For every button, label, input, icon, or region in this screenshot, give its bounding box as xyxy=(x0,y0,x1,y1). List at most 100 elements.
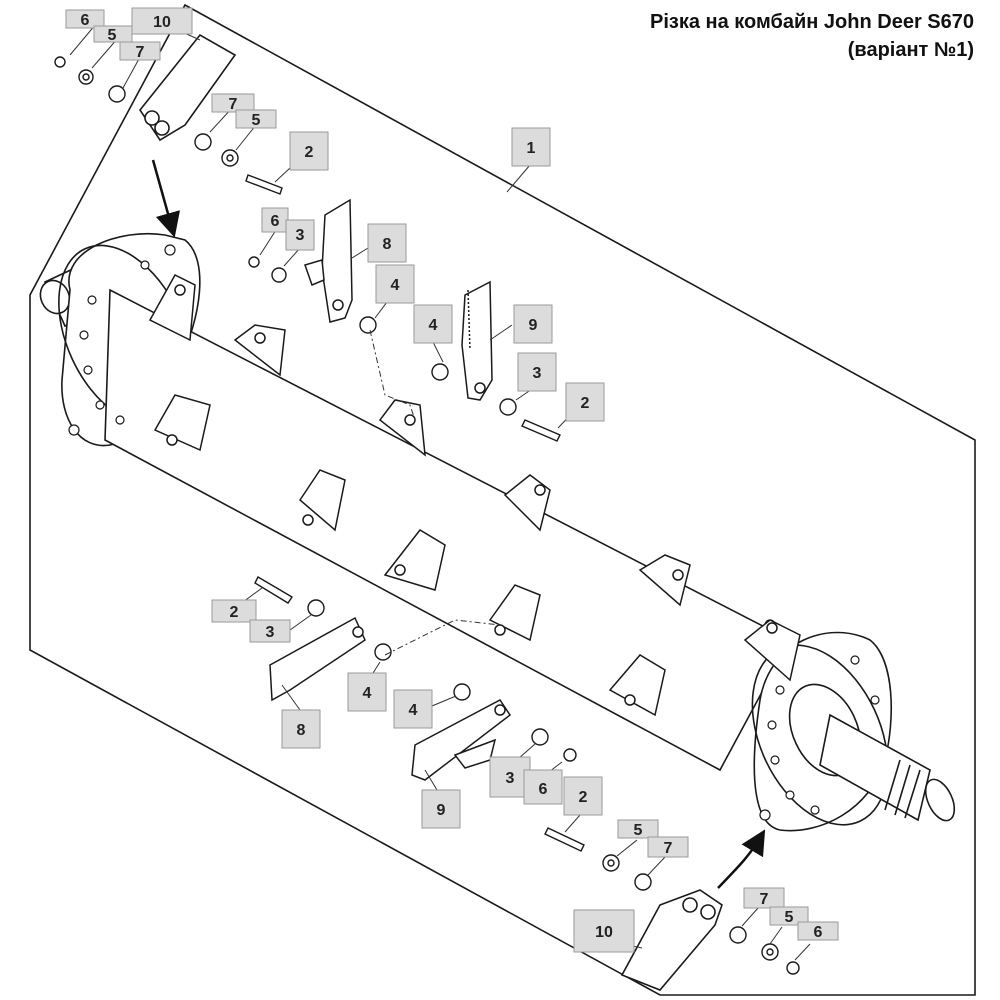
svg-text:9: 9 xyxy=(529,317,538,334)
washer-3-upper-b xyxy=(499,398,517,416)
svg-text:9: 9 xyxy=(437,802,446,819)
callout-9-lower: 9 xyxy=(421,789,461,829)
washer-3-upper xyxy=(271,267,287,283)
bolt-2-lower-a xyxy=(254,576,293,604)
washer-3-lower-b xyxy=(531,728,549,746)
callout-9-upper: 9 xyxy=(513,304,553,344)
nut-6-lower xyxy=(563,748,577,762)
callout-7-bottom: 7 xyxy=(647,836,689,858)
svg-text:6: 6 xyxy=(81,12,90,29)
svg-text:6: 6 xyxy=(539,781,548,798)
svg-text:7: 7 xyxy=(229,96,238,113)
callout-6-top: 6 xyxy=(65,9,105,29)
nut-6-bottom xyxy=(786,961,800,975)
nut-6-upper xyxy=(248,256,260,268)
svg-text:6: 6 xyxy=(271,213,280,230)
svg-text:4: 4 xyxy=(363,685,372,702)
svg-text:4: 4 xyxy=(409,702,418,719)
callout-2-top: 2 xyxy=(289,131,329,171)
bushing-7-bottom xyxy=(634,873,652,891)
knife-8-lower xyxy=(269,616,366,702)
knife-8-upper xyxy=(304,198,353,323)
callout-3-upper: 3 xyxy=(285,219,315,251)
svg-text:10: 10 xyxy=(595,924,613,941)
svg-text:7: 7 xyxy=(664,840,673,857)
knife-9-upper xyxy=(461,280,493,401)
rotor-shaft xyxy=(39,232,956,832)
callout-7-top: 7 xyxy=(119,41,161,61)
centerline-lower xyxy=(384,619,501,656)
callout-4-lower-b: 4 xyxy=(393,689,433,729)
svg-text:8: 8 xyxy=(383,236,392,253)
svg-text:6: 6 xyxy=(814,924,823,941)
arrow-top-left xyxy=(151,159,181,238)
svg-text:2: 2 xyxy=(230,604,239,621)
callout-2-bottom: 2 xyxy=(563,776,603,816)
bracket-bottom-right xyxy=(620,889,723,991)
diagram-title: Різка на комбайн John Deer S670 (варіант… xyxy=(650,8,974,64)
nut-6-top xyxy=(54,56,66,68)
hardware-lower xyxy=(254,576,577,762)
hardware-upper xyxy=(248,256,561,442)
svg-text:10: 10 xyxy=(153,14,171,31)
callout-4-upper-b: 4 xyxy=(413,304,453,344)
svg-text:5: 5 xyxy=(634,822,643,839)
bolt-2-top xyxy=(245,174,283,195)
callout-3-lower-a: 3 xyxy=(249,619,291,643)
svg-text:3: 3 xyxy=(296,227,305,244)
svg-text:2: 2 xyxy=(579,789,588,806)
callout-5-top-b: 5 xyxy=(235,109,277,129)
svg-text:5: 5 xyxy=(785,909,794,926)
spacer-4-lower-b xyxy=(453,683,471,701)
callout-2-lower-a: 2 xyxy=(211,599,257,623)
callout-leaders xyxy=(69,23,811,961)
svg-text:1: 1 xyxy=(527,140,536,157)
spacer-4-upper-b xyxy=(431,363,449,381)
svg-text:5: 5 xyxy=(252,112,261,129)
svg-text:3: 3 xyxy=(506,770,515,787)
bolt-2-bottom xyxy=(544,827,585,852)
callout-2-upper: 2 xyxy=(565,382,605,422)
svg-text:5: 5 xyxy=(108,27,117,44)
bushing-7-bottom-b xyxy=(729,926,747,944)
diagram-title-line2: (варіант №1) xyxy=(847,39,974,61)
svg-text:2: 2 xyxy=(305,144,314,161)
bushing-7-top-b xyxy=(194,133,212,151)
svg-text:3: 3 xyxy=(266,624,275,641)
svg-text:7: 7 xyxy=(136,44,145,61)
svg-text:2: 2 xyxy=(581,395,590,412)
callout-5-bottom-b: 5 xyxy=(769,906,809,926)
callout-5-bottom: 5 xyxy=(617,819,659,839)
callout-6-upper: 6 xyxy=(261,207,289,233)
callout-5-top: 5 xyxy=(93,25,133,44)
centerline-upper xyxy=(369,329,416,421)
callout-labels: 1 6 5 7 10 7 5 2 6 3 8 4 4 9 3 2 2 3 4 8… xyxy=(65,7,839,953)
callout-8-lower: 8 xyxy=(281,709,321,749)
spacer-4-lower-a xyxy=(374,643,392,661)
callout-6-bottom: 6 xyxy=(797,921,839,941)
callout-4-upper-a: 4 xyxy=(375,264,415,304)
knife-mount-lugs xyxy=(148,274,801,717)
callout-1: 1 xyxy=(511,127,551,167)
callout-6-lower: 6 xyxy=(523,769,563,805)
callout-10-bottom: 10 xyxy=(573,909,635,953)
svg-text:8: 8 xyxy=(297,722,306,739)
callout-4-lower-a: 4 xyxy=(347,672,387,712)
callout-8-upper: 8 xyxy=(367,223,407,263)
bushing-7-top xyxy=(108,85,126,103)
svg-text:4: 4 xyxy=(429,317,438,334)
svg-text:3: 3 xyxy=(533,365,542,382)
svg-text:4: 4 xyxy=(391,277,400,294)
callout-10-top: 10 xyxy=(131,7,193,35)
callout-3-lower-b: 3 xyxy=(489,756,531,798)
bolt-2-upper xyxy=(521,419,561,442)
hardware-bottom-right xyxy=(544,827,800,975)
callout-3-upper-b: 3 xyxy=(517,352,557,392)
callout-7-bottom-b: 7 xyxy=(743,887,785,909)
svg-text:7: 7 xyxy=(760,891,769,908)
callout-7-top-b: 7 xyxy=(211,93,255,113)
hardware-top-left xyxy=(54,56,283,195)
washer-3-lower-a xyxy=(307,599,325,617)
arrow-bottom-right xyxy=(717,829,766,889)
